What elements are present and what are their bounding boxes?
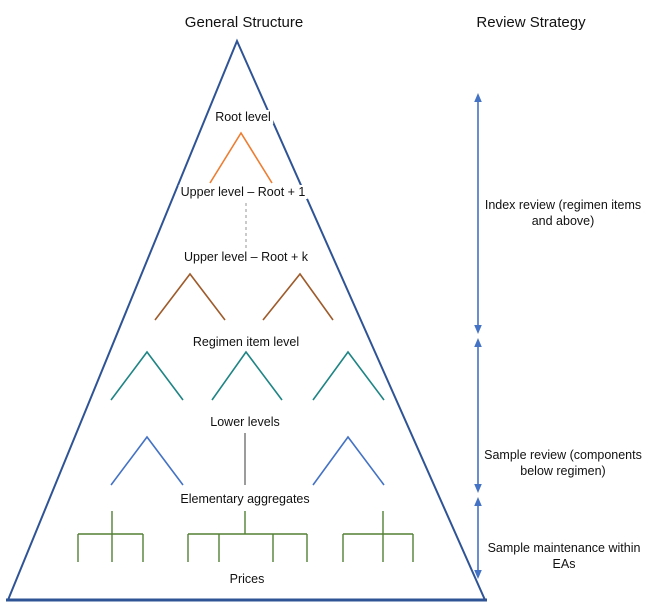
pyramid-triangle <box>6 38 487 601</box>
label-lower-levels: Lower levels <box>208 415 282 429</box>
price-tree-middle <box>187 511 308 562</box>
carets-regimen-items <box>110 350 385 401</box>
arrowhead-up-icon <box>474 93 482 102</box>
price-tree-right <box>342 511 414 562</box>
caret-regimen-middle <box>211 350 283 401</box>
arrowhead-down-icon <box>474 484 482 493</box>
label-root-level: Root level <box>213 110 273 124</box>
review-strategy-title: Review Strategy <box>476 14 586 31</box>
arrowhead-down-icon <box>474 570 482 579</box>
annotation-index-review: Index review (regimen items and above) <box>484 198 642 228</box>
annotation-sample-maintenance: Sample maintenance within EAs <box>487 541 641 571</box>
label-elementary-aggregates: Elementary aggregates <box>178 492 312 506</box>
review-strategy-arrows <box>474 93 482 579</box>
caret-upper-k-right <box>262 272 334 321</box>
caret-regimen-left <box>110 350 184 401</box>
label-upper-level-root-1: Upper level – Root + 1 <box>178 185 308 199</box>
label-regimen-item-level: Regimen item level <box>190 335 302 349</box>
caret-upper-k-left <box>154 272 226 321</box>
caret-lower-right <box>312 435 385 486</box>
arrowhead-up-icon <box>474 497 482 506</box>
general-structure-title: General Structure <box>184 14 304 31</box>
price-tree-left <box>77 511 144 562</box>
label-upper-level-root-k: Upper level – Root + k <box>181 250 311 264</box>
label-prices: Prices <box>227 572 267 586</box>
carets-upper-level-k <box>154 272 334 321</box>
price-trees <box>77 511 414 562</box>
carets-lower-levels <box>110 435 385 486</box>
arrowhead-down-icon <box>474 325 482 334</box>
caret-regimen-right <box>312 350 385 401</box>
caret-root-branch <box>209 131 273 184</box>
annotation-sample-review: Sample review (components below regimen) <box>484 448 642 478</box>
arrowhead-up-icon <box>474 338 482 347</box>
caret-lower-left <box>110 435 184 486</box>
